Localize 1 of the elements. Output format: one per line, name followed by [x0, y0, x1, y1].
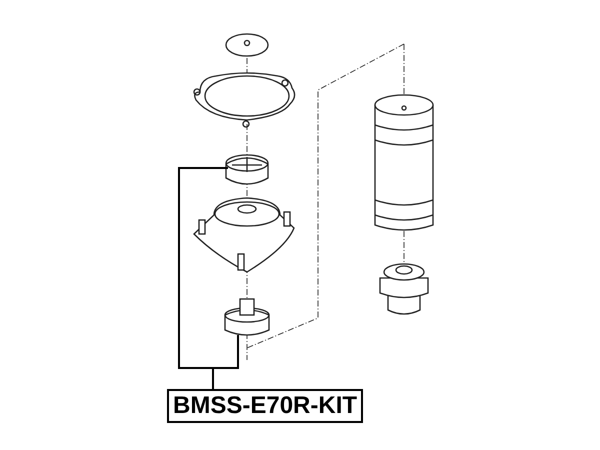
part-number-label: BMSS-E70R-KIT — [167, 389, 364, 423]
